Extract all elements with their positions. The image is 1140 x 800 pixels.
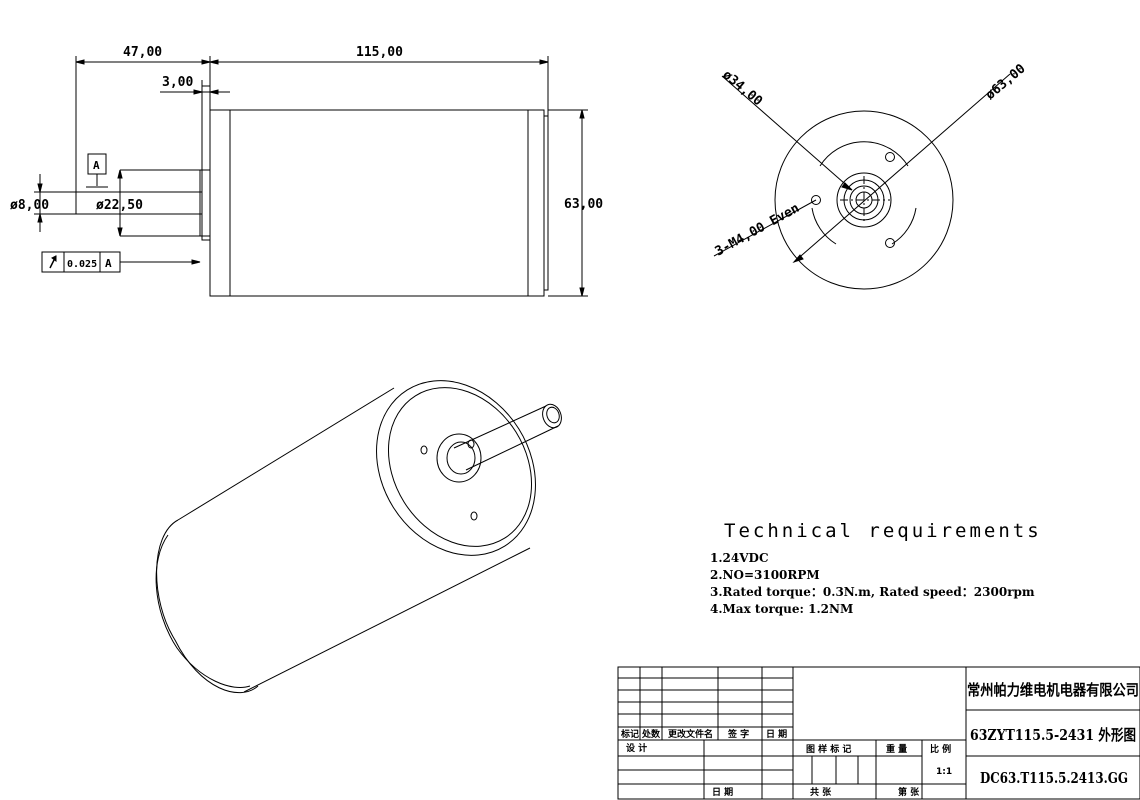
end-circle-outer [774, 110, 954, 290]
side-view [34, 56, 588, 297]
tb-company: 常州帕力维电机电器有限公司 [967, 681, 1139, 699]
tb-header-mark: 标记 [620, 728, 639, 740]
tb-header-file: 更改文件名 [668, 728, 713, 740]
dim-body-diameter: 63,00 [564, 197, 603, 212]
runout-datum: A [105, 257, 112, 270]
tb-header-sign: 签 字 [727, 728, 749, 740]
runout-tolerance: 0.025 [67, 259, 97, 270]
tech-item: 3.Rated torque：0.3N.m, Rated speed：2300r… [710, 585, 1035, 599]
tb-ratio: 比 例 [930, 743, 951, 755]
tech-item: 2.NO=3100RPM [710, 568, 820, 582]
tb-header-date: 日 期 [766, 728, 787, 740]
end-outer-diameter: ø63,00 [983, 61, 1029, 103]
tb-scale: 1:1 [936, 767, 952, 777]
title-block-texts: 标记 处数 更改文件名 签 字 日 期 设 计 日 期 图 样 标 记 重 量 … [620, 681, 1139, 798]
tech-item: 1.24VDC [710, 551, 769, 565]
end-holes: 3-M4,00 Even [713, 201, 802, 260]
tb-sheet: 第 张 [898, 786, 920, 798]
title-block [617, 666, 1140, 800]
flange-plate [201, 85, 211, 241]
tb-weight: 重 量 [886, 743, 907, 755]
datum-label: A [93, 159, 100, 172]
dim-flange-length: 47,00 [123, 45, 162, 60]
end-view [713, 73, 1011, 290]
dim-flange-thickness: 3,00 [162, 75, 193, 90]
dim-boss-diameter: ø22,50 [96, 198, 143, 213]
tech-requirements-title: Technical requirements [724, 520, 1042, 542]
tb-model: 63ZYT115.5-2431 外形图 [970, 726, 1136, 744]
tech-requirements-list: 1.24VDC 2.NO=3100RPM 3.Rated torque：0.3N… [710, 550, 1035, 618]
tb-design: 设 计 [626, 742, 647, 754]
tb-date: 日 期 [712, 786, 733, 798]
dim-shaft-diameter: ø8,00 [10, 198, 49, 213]
tb-header-count: 处数 [641, 728, 661, 740]
shaft [75, 191, 203, 215]
iso-shaft-end [542, 403, 562, 429]
tb-drawing-no: DC63.T115.5.2413.GG [980, 769, 1128, 787]
isometric-view [155, 380, 562, 694]
iso-front-face [376, 380, 536, 556]
motor-body [209, 109, 545, 297]
end-pcd: ø34,00 [719, 68, 765, 110]
tb-total: 共 张 [810, 786, 832, 798]
dim-body-length: 115,00 [356, 45, 403, 60]
tb-stage: 图 样 标 记 [806, 743, 851, 755]
tech-item: 4.Max torque: 1.2NM [710, 602, 854, 616]
